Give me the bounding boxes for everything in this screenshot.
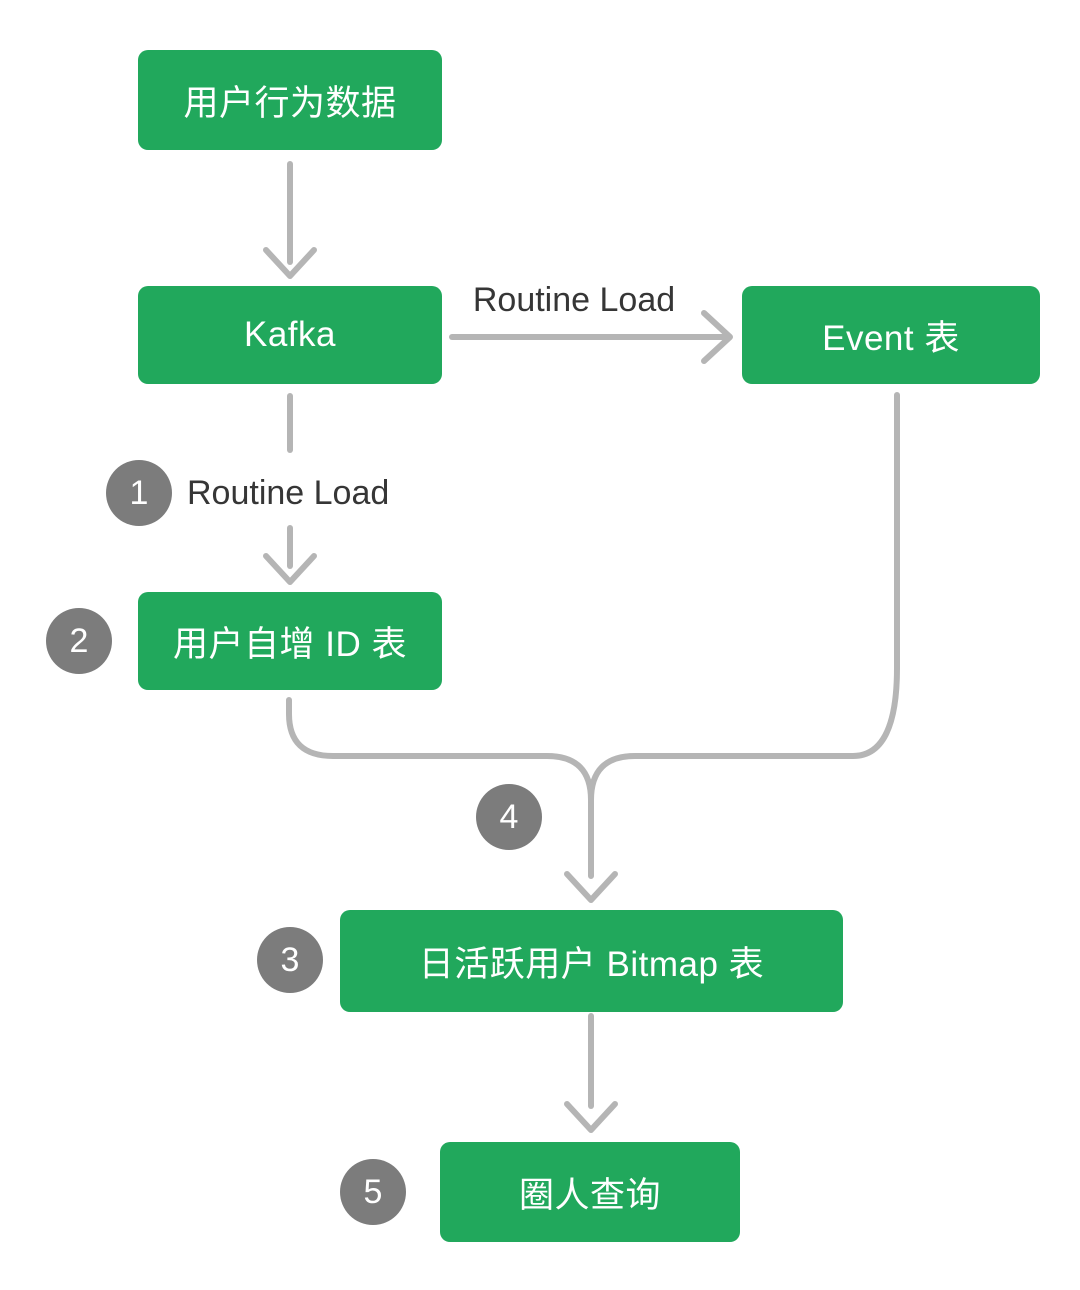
node-event-table: Event 表	[742, 286, 1040, 384]
merge-branch-left	[286, 697, 594, 879]
step-badge-3: 3	[257, 927, 323, 993]
merge-branch-right	[588, 392, 900, 803]
edge-label-routine-load-left: Routine Load	[187, 474, 390, 512]
arrow-right-icon	[701, 310, 733, 364]
step-badge-4: 4	[476, 784, 542, 850]
node-user-auto-increment-id-table: 用户自增 ID 表	[138, 592, 442, 690]
node-kafka: Kafka	[138, 286, 442, 384]
node-daily-active-user-bitmap-table: 日活跃用户 Bitmap 表	[340, 910, 843, 1012]
step-badge-2: 2	[46, 608, 112, 674]
step-badge-5: 5	[340, 1159, 406, 1225]
edge-label-routine-load-top: Routine Load	[472, 281, 676, 319]
arrow-down-icon	[263, 247, 317, 279]
node-user-behavior-data: 用户行为数据	[138, 50, 442, 150]
arrow-down-icon	[564, 871, 618, 903]
node-crowd-selection-query: 圈人查询	[440, 1142, 740, 1242]
arrow-down-icon	[263, 553, 317, 585]
arrow-down-icon	[564, 1101, 618, 1133]
step-badge-1: 1	[106, 460, 172, 526]
